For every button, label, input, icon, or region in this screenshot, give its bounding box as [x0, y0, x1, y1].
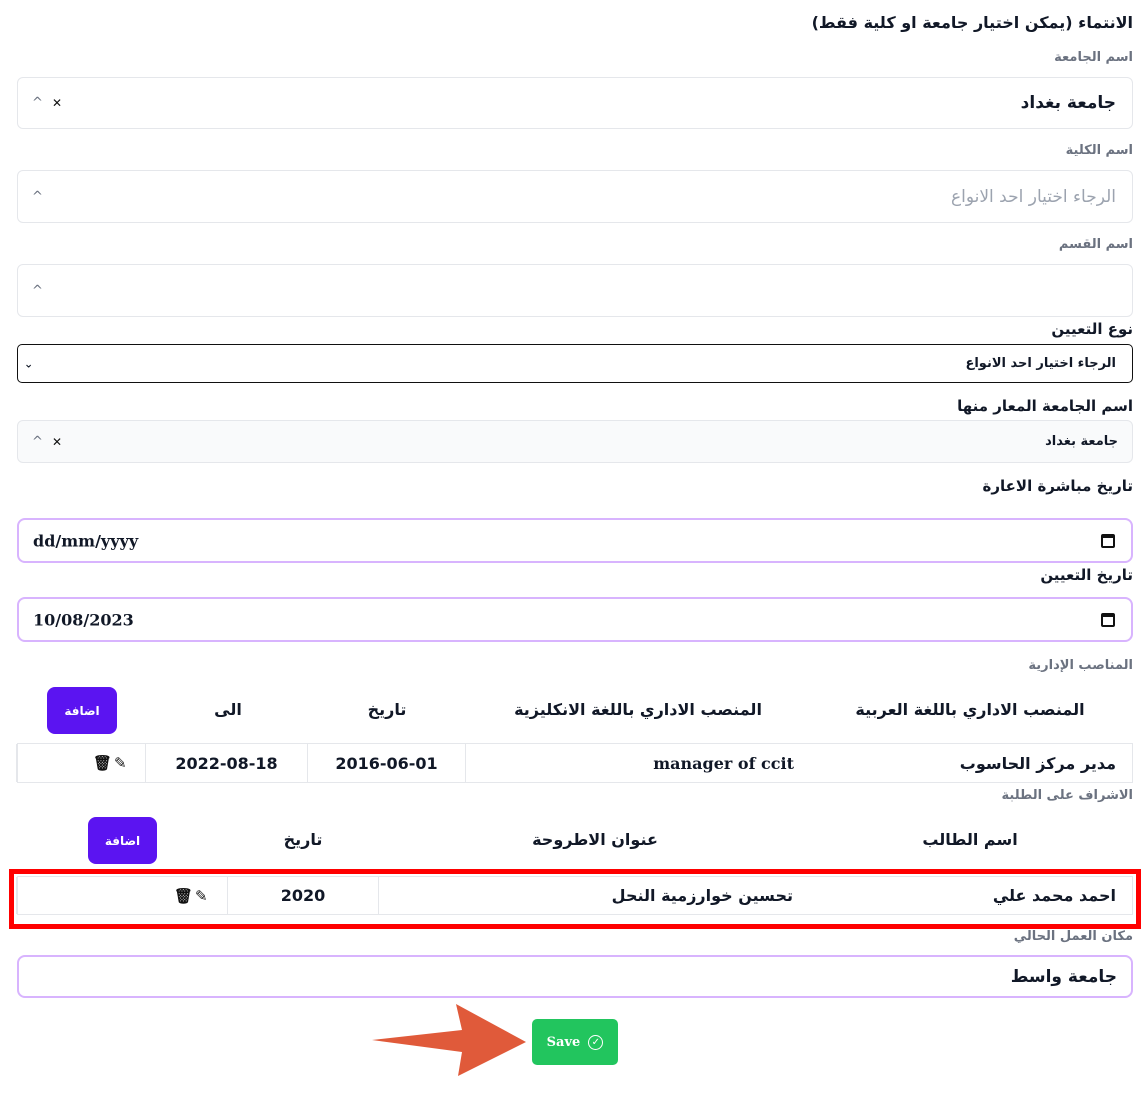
lending-university-label: اسم الجامعة المعار منها — [957, 397, 1133, 415]
workplace-value: جامعة واسط — [1010, 966, 1117, 987]
trash-icon[interactable]: 🗑 — [93, 754, 113, 772]
caret-up-icon[interactable]: ^ — [32, 283, 43, 298]
clear-x-icon[interactable]: ✕ — [52, 434, 63, 449]
affiliation-title: الانتماء (يمكن اختيار جامعة او كلية فقط) — [811, 13, 1133, 32]
highlight-box — [9, 869, 1141, 929]
calendar-icon[interactable] — [1101, 612, 1115, 627]
university-select[interactable]: جامعة بغداد ✕ ^ — [17, 77, 1133, 129]
save-label: Save — [546, 1034, 581, 1050]
cell-english-position: manager of ccit — [465, 744, 810, 782]
secondment-date-input[interactable]: dd/mm/yyyy — [17, 518, 1133, 563]
appointment-date-value: 10/08/2023 — [33, 610, 134, 629]
edit-icon[interactable]: ✎ — [195, 886, 208, 905]
cell-student-name: احمد محمد علي — [992, 886, 1116, 905]
header-date: تاريخ — [367, 700, 407, 719]
header-student-name: اسم الطالب — [922, 830, 1018, 849]
appointment-date-input[interactable]: 10/08/2023 — [17, 597, 1133, 642]
header-date: تاريخ — [283, 830, 323, 849]
chevron-down-icon[interactable]: ⌄ — [24, 357, 34, 370]
supervision-row: احمد محمد علي تحسين خوارزمية النحل 2020 … — [16, 876, 1133, 915]
check-circle-icon: ✓ — [588, 1034, 604, 1050]
workplace-label: مكان العمل الحالي — [1013, 929, 1133, 944]
department-select[interactable]: ^ — [17, 264, 1133, 317]
cell-arabic-position: مدير مركز الحاسوب — [959, 753, 1116, 773]
cell-date: 2020 — [227, 877, 378, 914]
cell-actions: 🗑 ✎ — [16, 877, 227, 914]
caret-up-icon[interactable]: ^ — [32, 95, 43, 111]
workplace-input[interactable]: جامعة واسط — [17, 955, 1133, 998]
department-label: اسم القسم — [1058, 237, 1133, 252]
edit-icon[interactable]: ✎ — [114, 754, 127, 772]
header-english-position: المنصب الاداري باللغة الانكليزية — [514, 700, 762, 719]
university-value: جامعة بغداد — [1020, 93, 1116, 113]
clear-x-icon[interactable]: ✕ — [52, 96, 63, 110]
arrow-annotation — [372, 1004, 526, 1076]
secondment-date-value: dd/mm/yyyy — [33, 531, 139, 550]
header-to: الى — [214, 700, 242, 719]
appointment-type-label: نوع التعيين — [1051, 320, 1133, 338]
lending-university-select[interactable]: جامعة بغداد ✕ ^ — [17, 420, 1133, 463]
appointment-type-value: الرجاء اختيار احد الانواع — [965, 356, 1116, 371]
admin-positions-label: المناصب الإدارية — [1028, 658, 1133, 673]
cell-actions: 🗑 ✎ — [16, 744, 145, 782]
college-placeholder: الرجاء اختيار احد الانواع — [950, 186, 1116, 207]
appointment-type-select[interactable]: الرجاء اختيار احد الانواع ⌄ — [17, 344, 1133, 383]
secondment-date-label: تاريخ مباشرة الاعارة — [982, 477, 1133, 495]
cell-thesis-title: تحسين خوارزمية النحل — [378, 877, 809, 914]
save-button[interactable]: Save ✓ — [532, 1019, 618, 1065]
supervision-label: الاشراف على الطلبة — [1001, 788, 1133, 803]
add-admin-position-button[interactable]: اضافة — [47, 687, 117, 734]
college-label: اسم الكلية — [1065, 143, 1133, 158]
college-select[interactable]: الرجاء اختيار احد الانواع ^ — [17, 170, 1133, 223]
caret-up-icon[interactable]: ^ — [32, 189, 43, 204]
cell-to: 2022-08-18 — [145, 744, 307, 782]
header-arabic-position: المنصب الاداري باللغة العربية — [855, 700, 1085, 719]
trash-icon[interactable]: 🗑 — [174, 886, 194, 905]
calendar-icon[interactable] — [1101, 533, 1115, 548]
cell-date: 2016-06-01 — [307, 744, 465, 782]
admin-position-row: مدير مركز الحاسوب manager of ccit 2016-0… — [16, 743, 1133, 783]
appointment-date-label: تاريخ التعيين — [1040, 566, 1133, 584]
lending-university-value: جامعة بغداد — [1045, 434, 1118, 449]
university-label: اسم الجامعة — [1054, 50, 1133, 65]
header-thesis-title: عنوان الاطروحة — [532, 830, 658, 849]
add-supervision-button[interactable]: اضافة — [88, 817, 157, 864]
caret-up-icon[interactable]: ^ — [32, 434, 43, 449]
